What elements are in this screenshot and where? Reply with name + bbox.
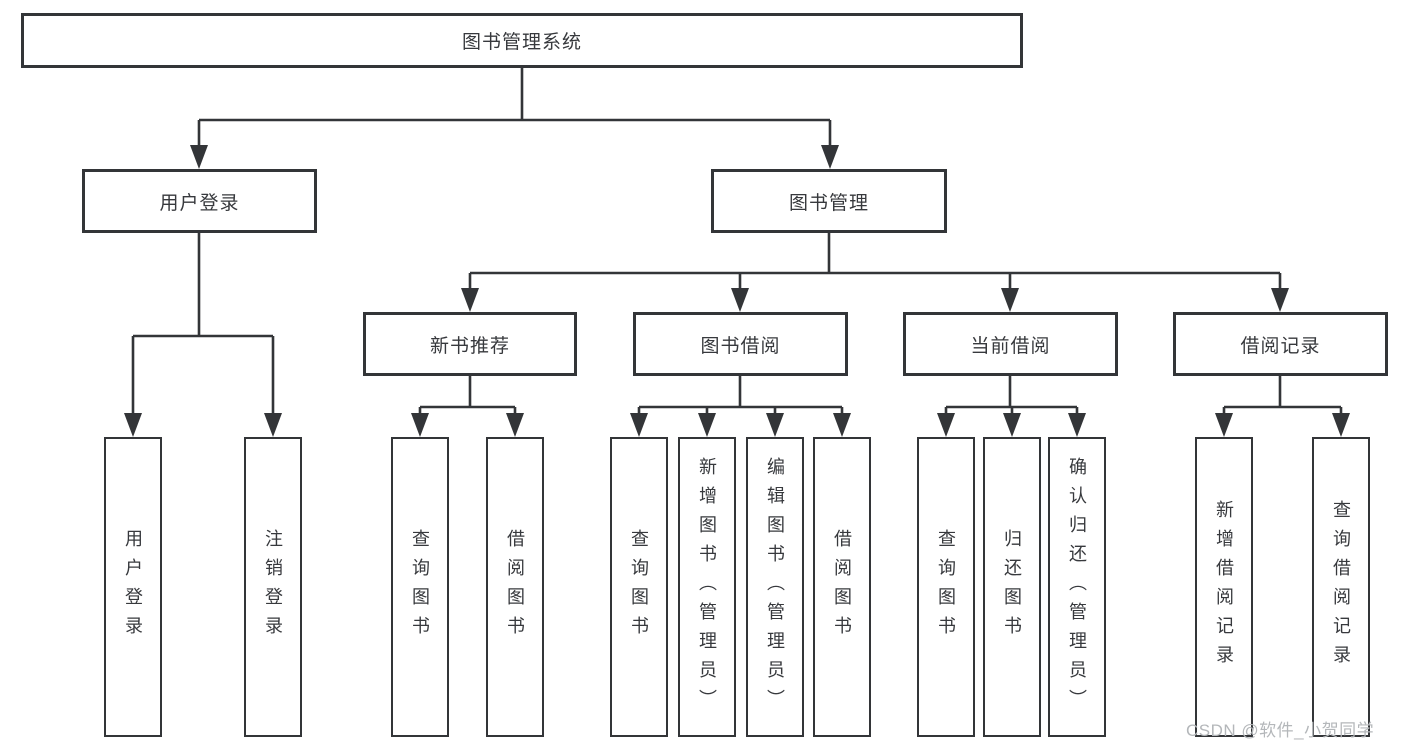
leaf-query-books-recommend: 查询图书 xyxy=(391,437,449,737)
leaf-confirm-return-admin: 确认归还（管理员） xyxy=(1048,437,1106,737)
node-user-login: 用户登录 xyxy=(82,169,317,233)
node-new-book-recommend: 新书推荐 xyxy=(363,312,577,376)
leaf-edit-book-admin-label: 编辑图书（管理员） xyxy=(765,456,785,718)
watermark: CSDN @软件_小贺同学 xyxy=(1186,721,1375,740)
leaf-return-book: 归还图书 xyxy=(983,437,1041,737)
leaf-return-book-label: 归还图书 xyxy=(1002,529,1022,645)
leaf-add-book-admin-label: 新增图书（管理员） xyxy=(697,456,717,718)
node-new-book-recommend-label: 新书推荐 xyxy=(429,335,510,357)
leaf-borrow-books-recommend-label: 借阅图书 xyxy=(505,529,525,645)
node-borrow-records: 借阅记录 xyxy=(1173,312,1388,376)
leaf-query-books-recommend-label: 查询图书 xyxy=(410,529,430,645)
node-current-borrow: 当前借阅 xyxy=(903,312,1118,376)
leaf-query-borrow-record: 查询借阅记录 xyxy=(1312,437,1370,737)
node-root: 图书管理系统 xyxy=(21,13,1023,68)
node-user-login-label: 用户登录 xyxy=(159,192,240,214)
leaf-borrow-books-2-label: 借阅图书 xyxy=(832,529,852,645)
node-current-borrow-label: 当前借阅 xyxy=(970,335,1051,357)
leaf-query-books-current-label: 查询图书 xyxy=(936,529,956,645)
node-book-borrow: 图书借阅 xyxy=(633,312,848,376)
leaf-logout: 注销登录 xyxy=(244,437,302,737)
leaf-query-books-borrow-label: 查询图书 xyxy=(629,529,649,645)
node-book-management-label: 图书管理 xyxy=(788,192,869,214)
leaf-logout-label: 注销登录 xyxy=(263,529,283,645)
leaf-query-borrow-record-label: 查询借阅记录 xyxy=(1331,500,1351,674)
leaf-query-books-borrow: 查询图书 xyxy=(610,437,668,737)
leaf-borrow-books-recommend: 借阅图书 xyxy=(486,437,544,737)
leaf-add-borrow-record-label: 新增借阅记录 xyxy=(1214,500,1234,674)
leaf-edit-book-admin: 编辑图书（管理员） xyxy=(746,437,804,737)
node-book-borrow-label: 图书借阅 xyxy=(700,335,781,357)
node-book-management: 图书管理 xyxy=(711,169,947,233)
leaf-user-login-label: 用户登录 xyxy=(123,529,143,645)
arrowheads xyxy=(124,145,1350,437)
node-root-label: 图书管理系统 xyxy=(461,32,582,53)
leaf-borrow-books-2: 借阅图书 xyxy=(813,437,871,737)
leaf-add-book-admin: 新增图书（管理员） xyxy=(678,437,736,737)
node-borrow-records-label: 借阅记录 xyxy=(1240,335,1321,357)
leaf-query-books-current: 查询图书 xyxy=(917,437,975,737)
leaf-user-login: 用户登录 xyxy=(104,437,162,737)
leaf-confirm-return-admin-label: 确认归还（管理员） xyxy=(1067,456,1087,718)
leaf-add-borrow-record: 新增借阅记录 xyxy=(1195,437,1253,737)
